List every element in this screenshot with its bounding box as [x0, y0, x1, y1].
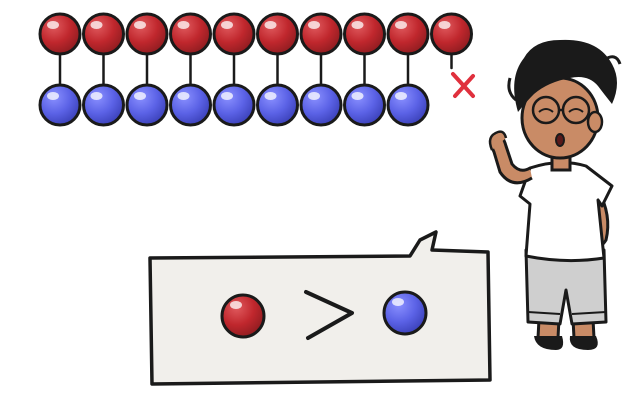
red-ball-icon — [125, 12, 169, 56]
red-ball-icon — [169, 12, 212, 56]
blue-ball-icon — [256, 83, 299, 127]
blue-ball-icon — [82, 83, 125, 127]
blue-ball-icon — [382, 290, 428, 336]
blue-ball-icon — [212, 83, 256, 127]
red-ball-icon — [82, 12, 125, 56]
pairing-lines — [58, 52, 453, 87]
red-ball-icon — [38, 12, 82, 56]
red-ball-icon — [256, 12, 299, 56]
red-ball-icon — [343, 12, 386, 56]
cross-mark-icon — [451, 72, 475, 98]
red-ball-icon — [220, 293, 266, 339]
comparison-panel — [148, 230, 492, 386]
blue-ball-icon — [343, 83, 386, 127]
blue-ball-icon — [386, 83, 430, 127]
pointing-person-icon — [488, 39, 622, 350]
red-ball-icon — [386, 12, 430, 56]
blue-ball-row — [38, 83, 430, 127]
blue-ball-icon — [38, 83, 82, 127]
blue-ball-icon — [125, 83, 169, 127]
red-ball-icon — [299, 12, 343, 56]
blue-ball-icon — [169, 83, 212, 127]
blue-ball-icon — [299, 83, 343, 127]
red-ball-icon — [212, 12, 256, 56]
red-ball-icon — [430, 12, 473, 56]
red-ball-row — [38, 12, 473, 56]
greater-than-symbol — [304, 290, 354, 340]
